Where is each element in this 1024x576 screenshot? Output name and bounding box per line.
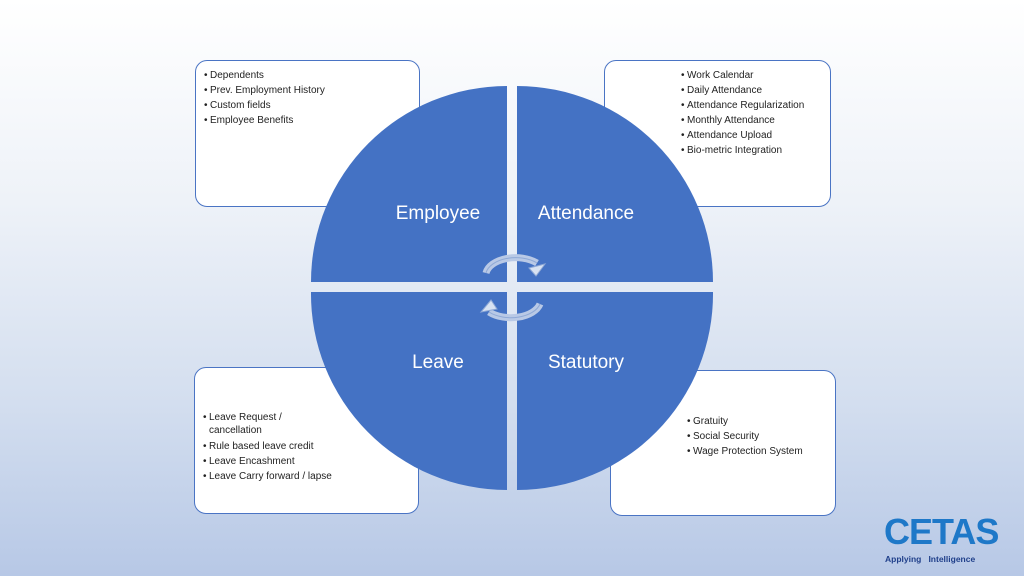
list-item: Leave Carry forward / lapse [203, 469, 333, 484]
logo-wordmark: CETAS [884, 511, 999, 552]
cetas-logo: CETAS Applying Intelligence [884, 512, 999, 568]
list-item: Custom fields [204, 98, 325, 113]
cycle-arrows-icon [479, 254, 547, 322]
quadrant-statutory: Statutory [517, 292, 714, 490]
list-item: Dependents [204, 68, 325, 83]
list-item: Bio-metric Integration [681, 143, 804, 158]
list-item: Rule based leave credit [203, 439, 333, 454]
list-item: Work Calendar [681, 68, 804, 83]
statutory-details-list: Gratuity Social Security Wage Protection… [687, 414, 803, 459]
quadrant-label-statutory: Statutory [548, 352, 625, 373]
list-item: Social Security [687, 429, 803, 444]
quadrant-employee: Employee [311, 86, 507, 282]
list-item: Daily Attendance [681, 83, 804, 98]
quadrant-leave: Leave [310, 292, 507, 490]
employee-details-list: Dependents Prev. Employment History Cust… [204, 68, 325, 128]
list-item: Prev. Employment History [204, 83, 325, 98]
leave-details-list: Leave Request / cancellation Rule based … [203, 411, 333, 484]
list-item: Employee Benefits [204, 113, 325, 128]
list-item: Monthly Attendance [681, 113, 804, 128]
list-item: Gratuity [687, 414, 803, 429]
list-item: Attendance Regularization [681, 98, 804, 113]
attendance-details-list: Work Calendar Daily Attendance Attendanc… [681, 68, 804, 158]
logo-tagline: Applying Intelligence [885, 554, 976, 564]
list-item: Wage Protection System [687, 444, 803, 459]
quadrant-label-leave: Leave [412, 352, 464, 373]
list-item: Leave Request / cancellation [203, 411, 333, 437]
list-item: Attendance Upload [681, 128, 804, 143]
list-item: Leave Encashment [203, 454, 333, 469]
quadrant-attendance: Attendance [517, 86, 713, 282]
quadrant-label-attendance: Attendance [538, 203, 634, 224]
quadrant-label-employee: Employee [396, 203, 481, 224]
